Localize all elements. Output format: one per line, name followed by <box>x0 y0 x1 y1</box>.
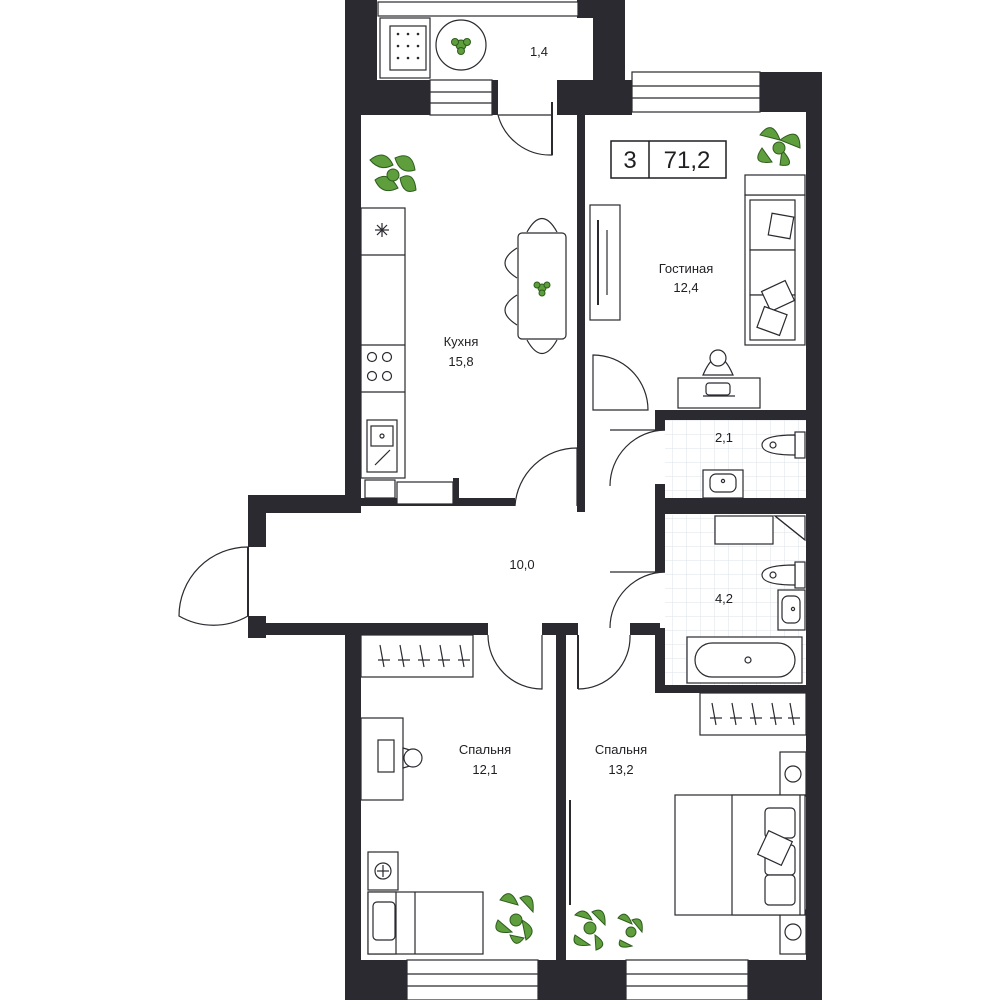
balcony-furniture <box>379 17 487 79</box>
sink-icon <box>702 469 744 499</box>
living-furniture <box>589 127 806 409</box>
sink-icon <box>777 589 806 631</box>
stove-icon <box>366 351 393 382</box>
bathroom-area: 4,2 <box>715 591 733 606</box>
plant-icon <box>533 281 551 297</box>
bedroom2-furniture <box>573 692 807 955</box>
room-labels: 1,4 Кухня 15,8 Гостиная 12,4 2,1 4,2 10,… <box>444 44 733 777</box>
living-name: Гостиная <box>659 261 714 276</box>
bedroom2-area: 13,2 <box>608 762 633 777</box>
kitchen-furniture <box>360 154 567 505</box>
doors <box>178 102 666 905</box>
bedroom1-furniture <box>360 634 534 955</box>
windows <box>377 1 761 1000</box>
plant-icon <box>757 127 801 166</box>
plant-icon <box>451 38 471 55</box>
plant-icon <box>369 154 417 192</box>
wc-fixtures <box>702 431 806 499</box>
bedroom2-name: Спальня <box>595 742 647 757</box>
plant-icon <box>573 909 606 951</box>
balcony-area: 1,4 <box>530 44 548 59</box>
toilet-icon <box>761 431 806 459</box>
summary-badge: 3 71,2 <box>610 140 727 179</box>
bedroom1-area: 12,1 <box>472 762 497 777</box>
bedroom1-name: Спальня <box>459 742 511 757</box>
snowflake-icon <box>375 223 389 237</box>
living-area: 12,4 <box>673 280 698 295</box>
plant-icon <box>495 893 534 944</box>
total-area: 71,2 <box>664 147 711 174</box>
rooms-count: 3 <box>623 147 636 174</box>
bathtub-icon <box>686 636 803 684</box>
kitchen-area: 15,8 <box>448 354 473 369</box>
sink-icon <box>366 419 398 473</box>
plant-icon <box>617 913 643 948</box>
toilet-icon <box>761 561 806 589</box>
kitchen-name: Кухня <box>444 334 479 349</box>
bathroom-fixtures <box>686 515 806 684</box>
wc-area: 2,1 <box>715 430 733 445</box>
hall-area: 10,0 <box>509 557 534 572</box>
